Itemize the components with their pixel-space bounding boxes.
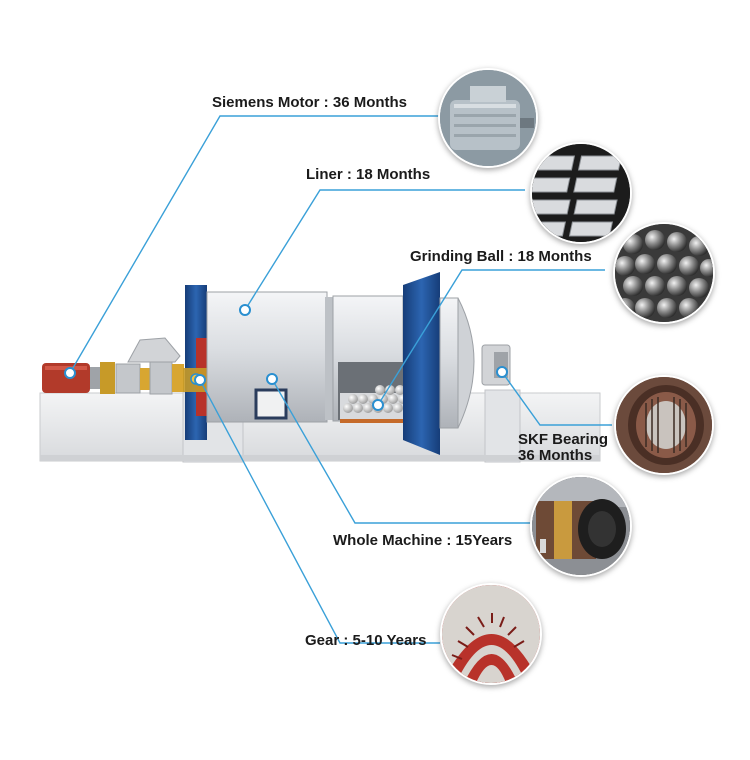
drum-photo-icon — [530, 475, 632, 577]
bearing-photo-icon — [614, 375, 714, 475]
gear-photo-icon — [440, 583, 542, 685]
motor-drawing — [42, 337, 184, 395]
target-dots — [64, 304, 508, 411]
bearing-label-line2: 36 Months — [518, 447, 593, 464]
liner-label: Liner : 18 Months — [306, 166, 431, 183]
whole-machine-label: Whole Machine : 15Years — [333, 532, 513, 549]
motor-label: Siemens Motor : 36 Months — [212, 94, 408, 111]
leader-lines — [69, 115, 612, 644]
mill-shell — [206, 272, 511, 455]
grinding-balls-photo-icon — [613, 222, 715, 324]
gear-label: Gear : 5-10 Years — [305, 632, 427, 649]
liner-photo-icon — [530, 142, 632, 244]
grinding-ball-label: Grinding Ball : 18 Months — [410, 248, 592, 265]
motor-photo-icon — [438, 68, 538, 168]
bearing-label-line1: SKF Bearing — [518, 431, 609, 448]
